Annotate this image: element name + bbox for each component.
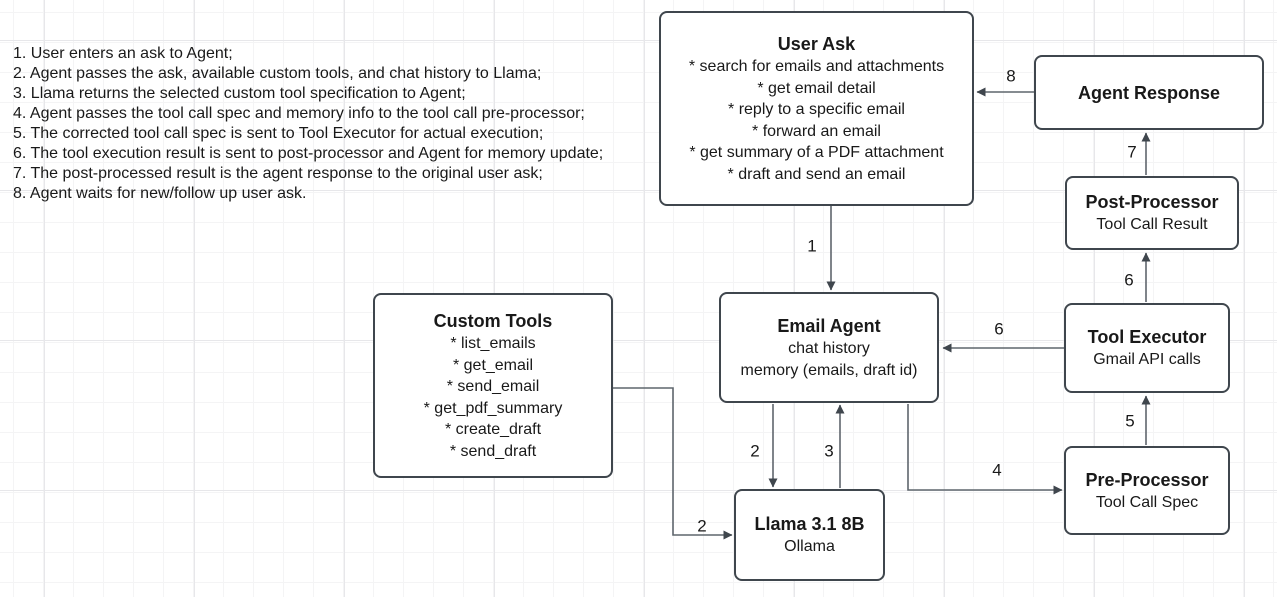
node-item: * get_email [452,356,534,374]
node-subtitle: Tool Call Spec [1095,493,1199,511]
node-item: * draft and send an email [727,165,906,183]
node-line: memory (emails, draft id) [740,361,918,379]
edge-label-step2-tools: 2 [697,516,707,536]
arrow-step4-emailagent-to-preprocessor[interactable] [907,404,1063,495]
node-agent-response[interactable]: Agent Response [1034,55,1264,130]
edge-label-step2-agent: 2 [750,441,760,461]
node-custom-tools[interactable]: Custom Tools * list_emails * get_email *… [373,293,613,478]
node-title: Pre-Processor [1085,469,1209,490]
node-tool-executor[interactable]: Tool Executor Gmail API calls [1064,303,1230,393]
node-pre-processor[interactable]: Pre-Processor Tool Call Spec [1064,446,1230,535]
instructions-list: 1. User enters an ask to Agent; 2. Agent… [13,44,603,204]
node-user-ask[interactable]: User Ask * search for emails and attachm… [659,11,974,206]
edge-label-step6-up: 6 [1124,270,1134,290]
edge-label-step8: 8 [1006,66,1016,86]
node-item: * search for emails and attachments [688,58,945,75]
instruction-line: 1. User enters an ask to Agent; [13,45,233,62]
node-item: * send_draft [449,442,537,460]
arrow-step2-customtools-to-llama[interactable] [613,387,733,540]
node-item: * forward an email [752,122,881,140]
instruction-line: 8. Agent waits for new/follow up user as… [13,185,307,202]
node-subtitle: Ollama [784,538,835,556]
node-title: Llama 3.1 8B [754,514,865,535]
node-item: * reply to a specific email [728,101,905,118]
instruction-line: 4. Agent passes the tool call spec and m… [13,105,585,122]
edge-label-step5: 5 [1125,411,1135,431]
edge-label-step7: 7 [1127,142,1137,162]
node-line: chat history [788,340,870,357]
node-title: Post-Processor [1085,192,1219,213]
edge-label-step4: 4 [992,460,1002,480]
instruction-line: 2. Agent passes the ask, available custo… [13,65,542,82]
node-title: Email Agent [777,316,881,336]
node-item: * send_email [446,378,540,395]
node-item: * list_emails [450,335,536,352]
node-subtitle: Tool Call Result [1096,216,1208,234]
node-post-processor[interactable]: Post-Processor Tool Call Result [1065,176,1239,250]
node-email-agent[interactable]: Email Agent chat history memory (emails,… [719,292,939,403]
edge-label-step6-left: 6 [994,319,1004,339]
edge-label-step3: 3 [824,441,834,461]
edge-label-step1: 1 [807,236,817,256]
node-llama[interactable]: Llama 3.1 8B Ollama [734,489,885,581]
instruction-line: 3. Llama returns the selected custom too… [13,85,466,102]
node-title: Tool Executor [1087,327,1207,348]
node-subtitle: Gmail API calls [1093,351,1201,369]
instruction-line: 6. The tool execution result is sent to … [13,145,604,162]
node-item: * get summary of a PDF attachment [689,144,944,161]
node-item: * get_pdf_summary [423,399,563,417]
node-title: User Ask [777,34,856,54]
node-title: Custom Tools [433,311,553,331]
instruction-line: 7. The post-processed result is the agen… [13,165,543,182]
instruction-line: 5. The corrected tool call spec is sent … [13,125,544,142]
node-item: * create_draft [444,421,542,438]
node-title: Agent Response [1077,82,1221,103]
node-item: * get email detail [757,79,876,97]
